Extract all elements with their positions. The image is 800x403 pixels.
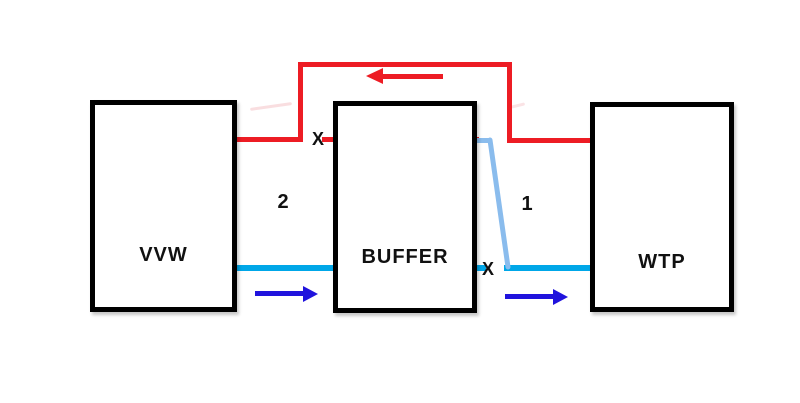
valve-closed-x-right: X	[481, 259, 494, 279]
vvw-box-label: VVW	[139, 244, 188, 266]
zone-label-2: 2	[277, 191, 289, 213]
hot-line-riser-left	[298, 62, 303, 142]
eraser-smudge-left	[249, 102, 293, 111]
hot-flow-arrow-left-icon	[366, 68, 383, 84]
zone-label-1: 1	[521, 193, 533, 215]
hot-flow-arrow-shaft	[380, 74, 443, 79]
hot-line-buffer-stub	[322, 137, 333, 142]
hot-line-top-run	[298, 62, 512, 67]
eraser-smudge-right	[510, 102, 526, 109]
buffer-box-label: BUFFER	[361, 246, 449, 268]
cold-line-buffer-wtp	[504, 265, 590, 271]
hot-line-riser-right	[507, 62, 512, 143]
bypass-line-top-stub	[477, 138, 491, 143]
wtp-box: WTP	[590, 102, 734, 312]
cold-flow-arrow-right-icon	[553, 289, 568, 305]
buffer-box: BUFFER	[333, 101, 477, 313]
valve-closed-x-left: X	[311, 129, 324, 149]
cold-flow-arrow-right-shaft	[505, 294, 557, 299]
vvw-box: VVW	[90, 100, 237, 312]
wtp-box-label: WTP	[638, 251, 686, 273]
hot-line-wtp-in	[507, 138, 590, 143]
hot-line-vvw-out	[235, 137, 303, 142]
cold-line-buffer-stub	[475, 265, 486, 271]
cold-flow-arrow-right-icon	[303, 286, 318, 302]
cold-flow-arrow-left-shaft	[255, 291, 307, 296]
cold-line-vvw-buffer	[235, 265, 333, 271]
bypass-diagonal-line	[487, 137, 511, 270]
